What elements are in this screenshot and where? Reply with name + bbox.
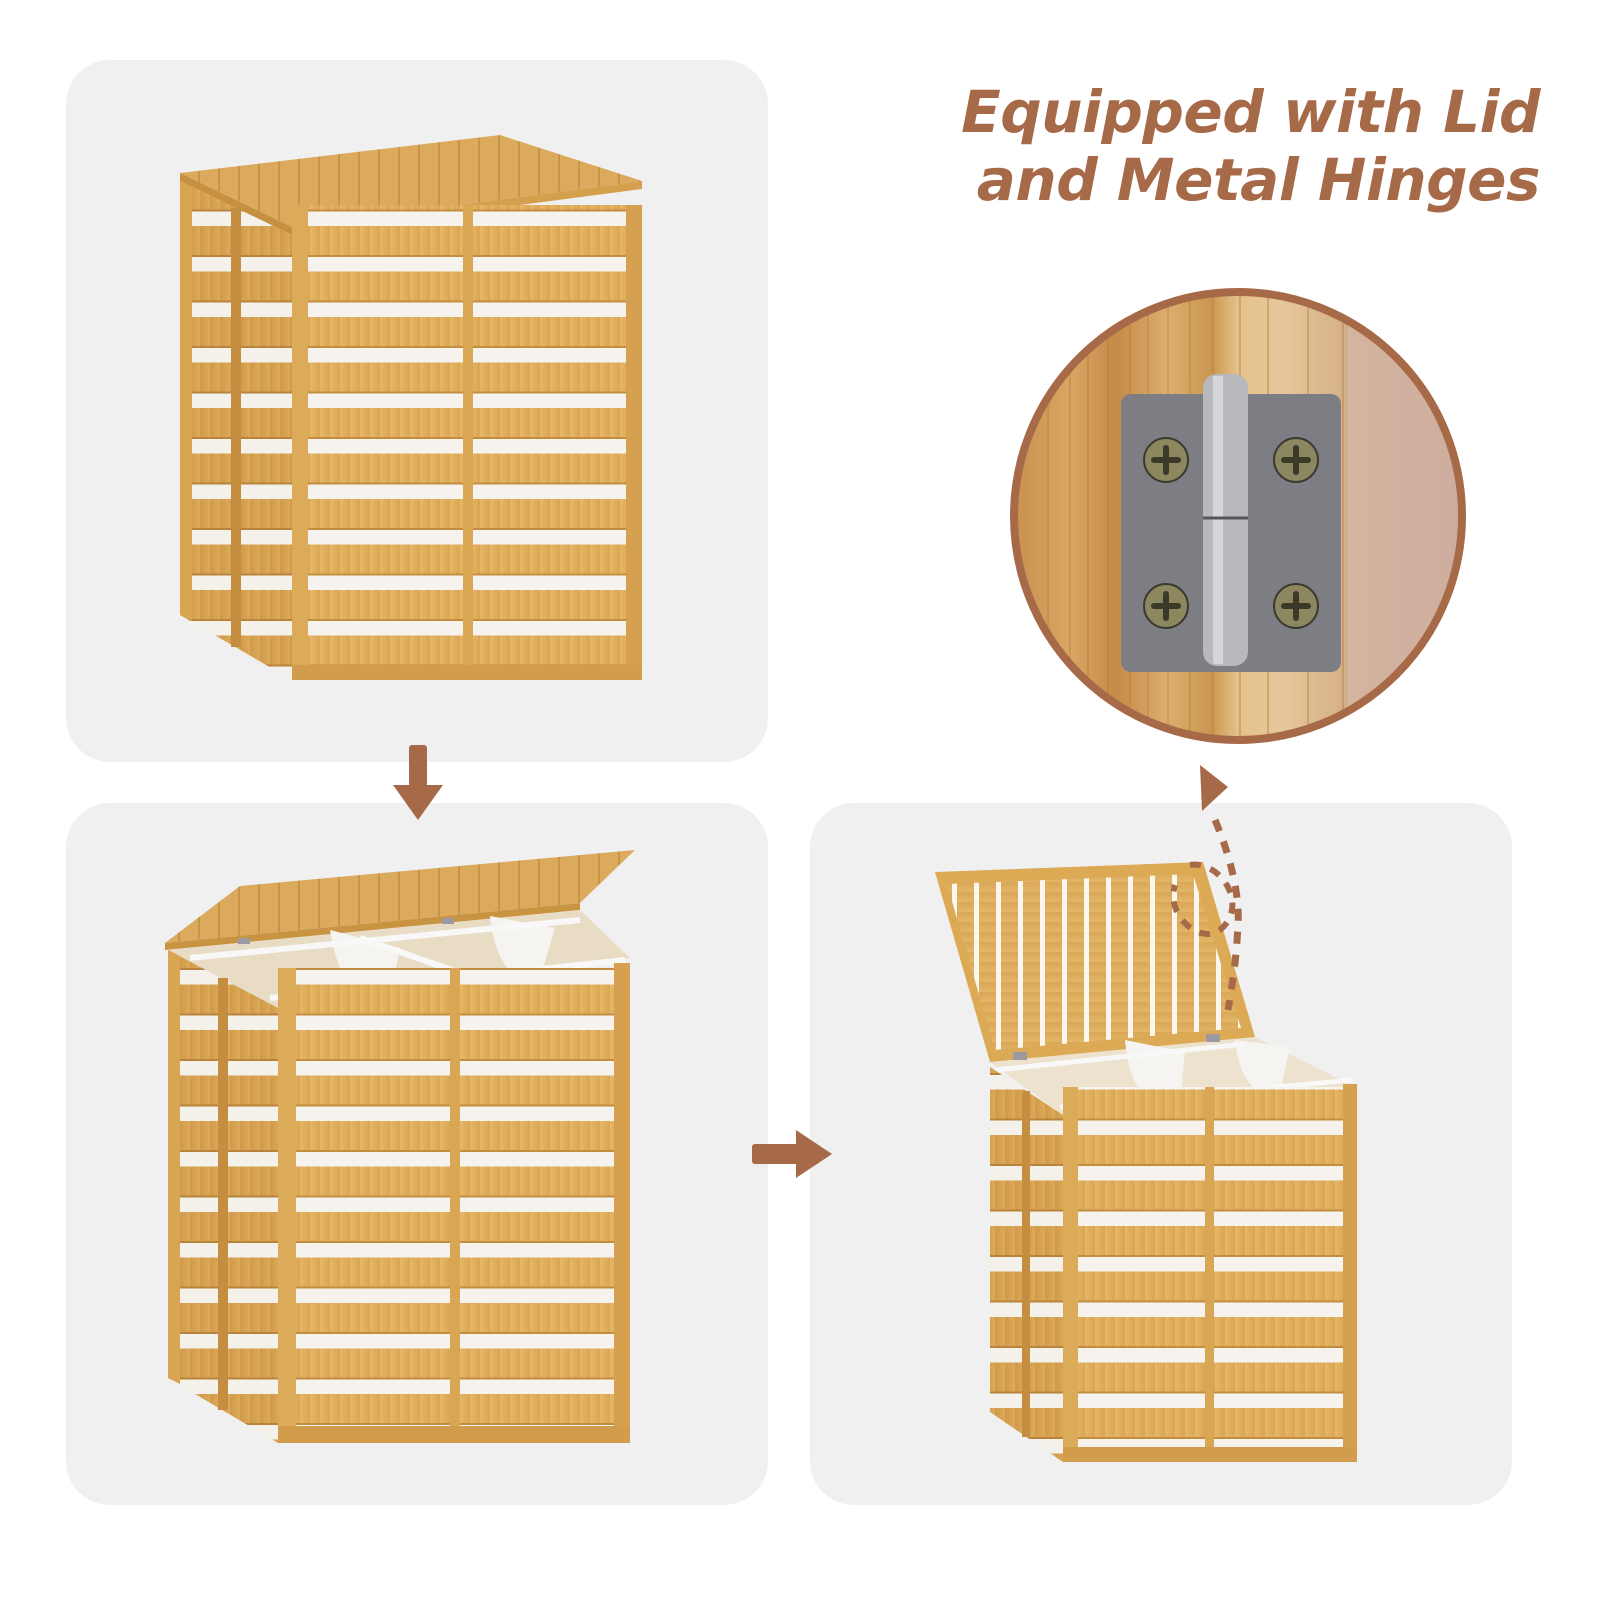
hamper-lid-open-illustration [935,862,1357,1462]
down-arrow-icon [393,745,443,820]
hinge-closeup [1010,288,1466,744]
hamper-lid [180,135,642,227]
screw-icon [1273,437,1319,483]
screw-icon [1143,437,1189,483]
right-arrow-icon [752,1130,832,1178]
headline: Equipped with Lid and Metal Hinges [930,78,1540,214]
hinge-knuckle [1203,374,1248,666]
hamper-lid-half-open-illustration [165,850,635,1443]
lid-hinge-right [1206,1034,1220,1042]
lid-hinge-left [1013,1052,1027,1060]
hinge-closeup-illustration [1047,296,1458,736]
headline-line-2: and Metal Hinges [976,146,1541,214]
headline-line-1: Equipped with Lid [961,78,1540,146]
hamper-closed-illustration [180,135,642,680]
dashed-callout-arrow-icon [1170,765,1242,1011]
hamper-lid [165,850,635,943]
screw-icon [1273,583,1319,629]
screw-icon [1143,583,1189,629]
